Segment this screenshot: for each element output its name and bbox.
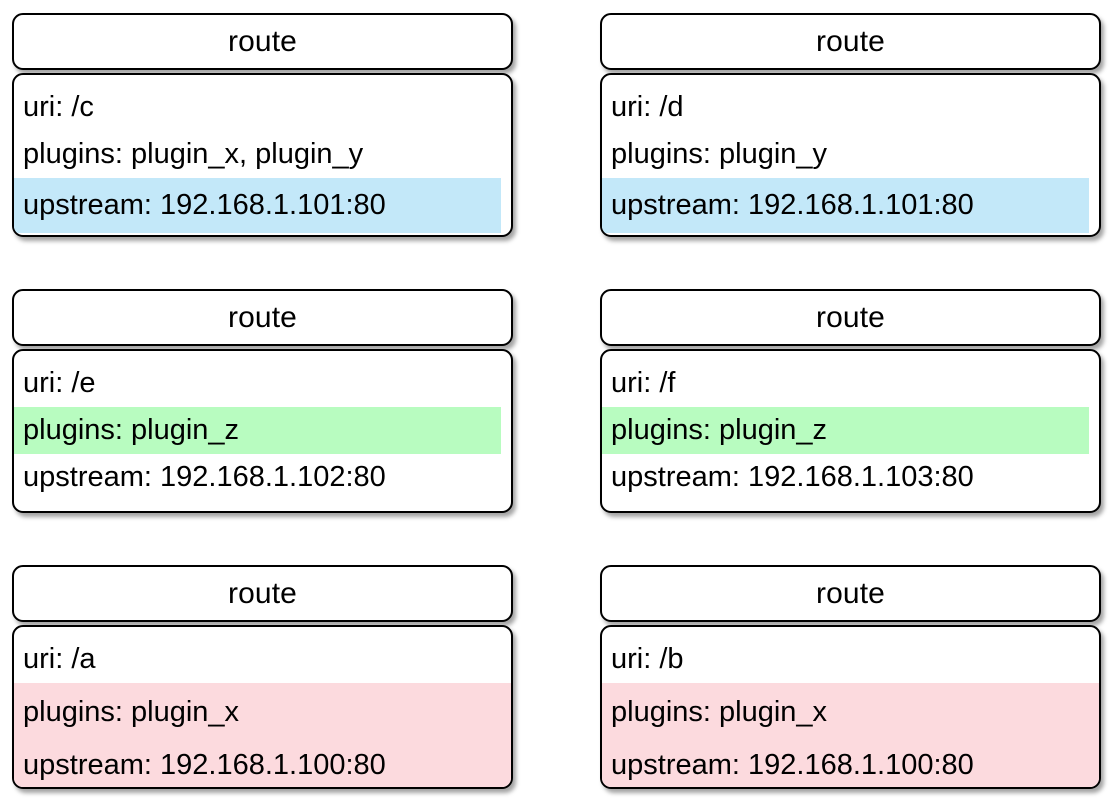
field-row-plugins: plugins: plugin_y xyxy=(611,138,828,170)
field-row-uri: uri: /c xyxy=(23,91,94,123)
route-card-body: uri: /e plugins: plugin_z upstream: 192.… xyxy=(12,349,513,513)
route-card-title: route xyxy=(816,24,885,58)
route-card-header: route xyxy=(600,565,1101,622)
field-row-plugins: plugins: plugin_z xyxy=(602,407,1089,454)
field-row-uri: uri: /d xyxy=(611,91,684,123)
route-card[interactable]: route uri: /d plugins: plugin_y upstream… xyxy=(600,13,1101,237)
route-card-body: uri: /c plugins: plugin_x, plugin_y upst… xyxy=(12,73,513,237)
route-card-body: uri: /f plugins: plugin_z upstream: 192.… xyxy=(600,349,1101,513)
route-card-title: route xyxy=(228,300,297,334)
route-card-header: route xyxy=(600,289,1101,346)
field-row-plugins: plugins: plugin_x xyxy=(602,683,1099,738)
field-row-uri: uri: /f xyxy=(611,367,676,399)
route-card-body: uri: /b plugins: plugin_x upstream: 192.… xyxy=(600,625,1101,789)
route-card-header: route xyxy=(600,13,1101,70)
route-card-header: route xyxy=(12,565,513,622)
field-row-uri: uri: /a xyxy=(23,643,96,675)
field-row-upstream: upstream: 192.168.1.100:80 xyxy=(602,738,1099,787)
route-card[interactable]: route uri: /c plugins: plugin_x, plugin_… xyxy=(12,13,513,237)
route-card-title: route xyxy=(228,24,297,58)
route-card-body: uri: /a plugins: plugin_x upstream: 192.… xyxy=(12,625,513,789)
field-row-plugins: plugins: plugin_x xyxy=(14,683,511,738)
route-card-body: uri: /d plugins: plugin_y upstream: 192.… xyxy=(600,73,1101,237)
route-card-header: route xyxy=(12,13,513,70)
route-card-title: route xyxy=(228,576,297,610)
field-row-uri: uri: /e xyxy=(23,367,96,399)
field-row-upstream: upstream: 192.168.1.101:80 xyxy=(602,178,1089,233)
field-row-upstream: upstream: 192.168.1.102:80 xyxy=(23,461,386,493)
field-row-plugins: plugins: plugin_z xyxy=(14,407,501,454)
route-card[interactable]: route uri: /e plugins: plugin_z upstream… xyxy=(12,289,513,513)
route-card[interactable]: route uri: /b plugins: plugin_x upstream… xyxy=(600,565,1101,789)
route-card[interactable]: route uri: /f plugins: plugin_z upstream… xyxy=(600,289,1101,513)
route-card-title: route xyxy=(816,300,885,334)
route-card-title: route xyxy=(816,576,885,610)
field-row-plugins: plugins: plugin_x, plugin_y xyxy=(23,138,364,170)
field-row-uri: uri: /b xyxy=(611,643,684,675)
field-row-upstream: upstream: 192.168.1.103:80 xyxy=(611,461,974,493)
field-row-upstream: upstream: 192.168.1.100:80 xyxy=(14,738,511,787)
field-row-upstream: upstream: 192.168.1.101:80 xyxy=(14,178,501,233)
route-card[interactable]: route uri: /a plugins: plugin_x upstream… xyxy=(12,565,513,789)
route-card-header: route xyxy=(12,289,513,346)
